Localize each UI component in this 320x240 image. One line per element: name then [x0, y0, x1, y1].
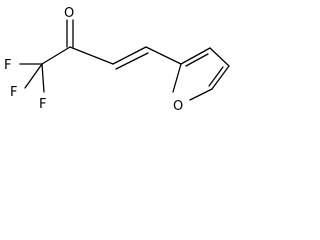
bond-c2-c3	[69, 46, 114, 65]
atom-oxygen-carbonyl: O	[64, 6, 74, 21]
furan-bond-c2-o	[172, 63, 182, 93]
furan-bond-o-c5	[189, 88, 213, 101]
atom-fluorine-2: F	[10, 85, 17, 100]
furan-oxygen-bg	[172, 97, 186, 113]
furan-double-c2-c3	[185, 53, 209, 67]
bond-c3-c4-b	[115, 52, 149, 70]
furan-bond-c3-c2	[180, 47, 211, 65]
bond-c1-f2	[24, 63, 43, 89]
furan-bond-c4-c3	[209, 47, 230, 67]
bond-c4-furan	[145, 46, 182, 65]
atom-fluorine-1: F	[4, 58, 11, 73]
bond-c1-c2	[41, 46, 71, 65]
chemical-structure: O F F F O	[4, 6, 230, 114]
furan-bond-c5-c4	[211, 65, 230, 90]
furan-double-c4-c5	[208, 66, 224, 87]
atom-oxygen-furan: O	[173, 99, 183, 114]
bond-c3-c4-a	[112, 46, 147, 65]
bond-c1-f3	[41, 63, 45, 93]
atom-fluorine-3: F	[39, 97, 46, 112]
